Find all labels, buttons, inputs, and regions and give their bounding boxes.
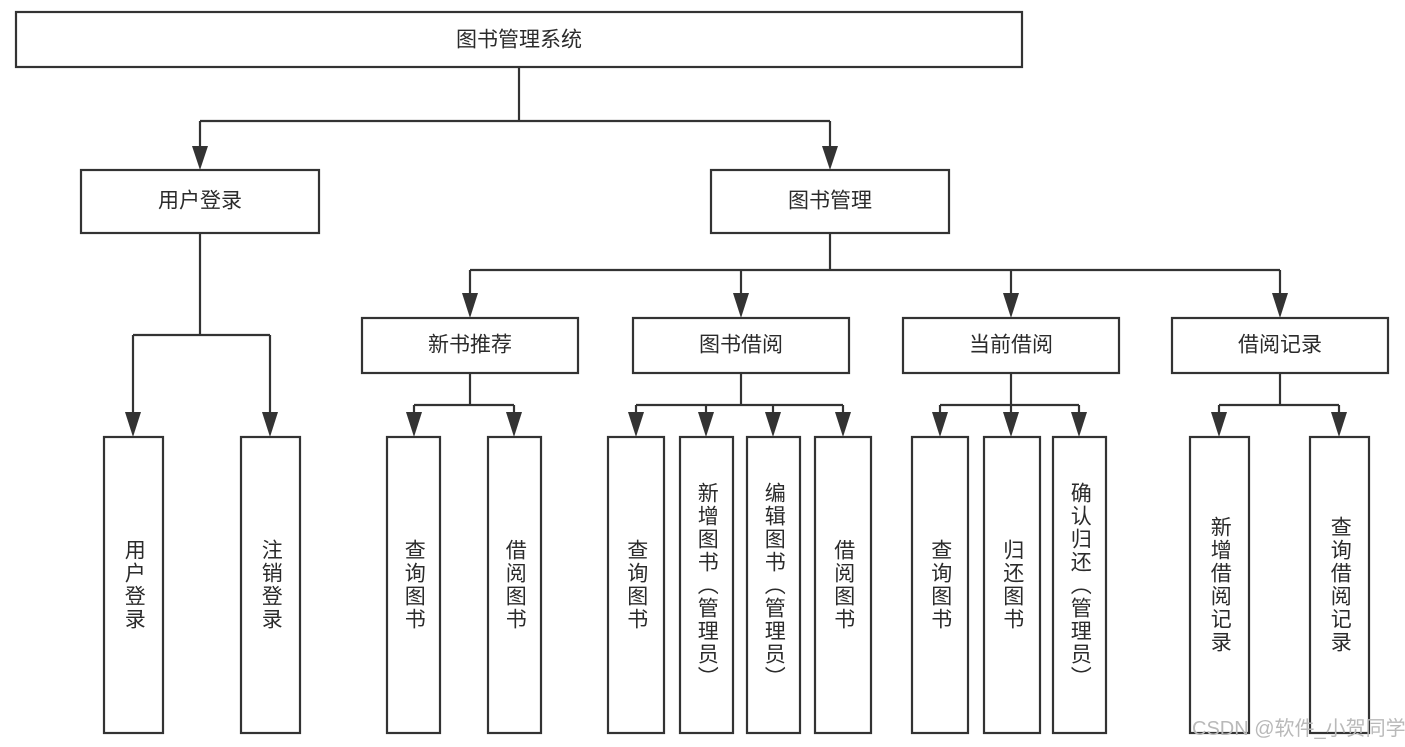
connector-layer: [125, 67, 1347, 437]
node-new-book-recommend-box[interactable]: [360, 316, 580, 375]
arrow-to-new-book: [462, 293, 478, 318]
node-borrow-record-box[interactable]: [1170, 316, 1390, 375]
leaf-box-user-login[interactable]: [102, 435, 165, 735]
arrow-leaf-add-record: [1211, 412, 1227, 437]
node-book-borrow[interactable]: 图书借阅: [631, 316, 851, 375]
node-root-box[interactable]: [14, 10, 1024, 69]
node-book-borrow-box[interactable]: [631, 316, 851, 375]
node-root-label: 图书管理系统: [456, 29, 582, 52]
leaf-box-borrow-book-2[interactable]: [813, 435, 873, 735]
leaf-box-edit-book[interactable]: [745, 435, 802, 735]
node-new-book-recommend-label: 新书推荐: [428, 334, 512, 357]
node-current-borrow-label: 当前借阅: [969, 334, 1053, 357]
arrow-leaf-user-login: [125, 412, 141, 437]
leaf-box-borrow-book-1[interactable]: [486, 435, 543, 735]
arrow-to-borrow-record: [1272, 293, 1288, 318]
arrow-leaf-user-logout: [262, 412, 278, 437]
leaf-box-user-logout[interactable]: [239, 435, 302, 735]
arrow-leaf-confirm-return: [1071, 412, 1087, 437]
leaf-box-add-book[interactable]: [678, 435, 735, 735]
arrow-leaf-borrow-book-1: [506, 412, 522, 437]
arrow-to-book-manage: [822, 146, 838, 170]
arrow-leaf-return-book: [1003, 412, 1019, 437]
node-book-manage-box[interactable]: [709, 168, 951, 235]
leaf-box-confirm-return[interactable]: [1051, 435, 1108, 735]
arrow-leaf-query-book-3: [932, 412, 948, 437]
arrow-leaf-query-book-1: [406, 412, 422, 437]
leaf-box-return-book[interactable]: [982, 435, 1042, 735]
csdn-watermark: CSDN @软件_小贺同学: [1192, 718, 1405, 740]
node-book-manage-label: 图书管理: [788, 190, 872, 213]
arrow-leaf-add-book: [698, 412, 714, 437]
arrow-leaf-query-record: [1331, 412, 1347, 437]
node-new-book-recommend[interactable]: 新书推荐: [360, 316, 580, 375]
leaf-box-query-book-2[interactable]: [606, 435, 666, 735]
node-root[interactable]: 图书管理系统: [14, 10, 1024, 69]
arrow-to-user-login: [192, 146, 208, 170]
node-borrow-record-label: 借阅记录: [1238, 334, 1322, 357]
arrow-to-book-borrow: [733, 293, 749, 318]
leaf-box-query-book-3[interactable]: [910, 435, 970, 735]
arrow-leaf-edit-book: [765, 412, 781, 437]
node-user-login-box[interactable]: [79, 168, 321, 235]
node-borrow-record[interactable]: 借阅记录: [1170, 316, 1390, 375]
node-book-manage[interactable]: 图书管理: [709, 168, 951, 235]
node-book-borrow-label: 图书借阅: [699, 334, 783, 357]
arrow-leaf-query-book-2: [628, 412, 644, 437]
node-user-login-label: 用户登录: [158, 190, 242, 213]
node-user-login[interactable]: 用户登录: [79, 168, 321, 235]
leaf-box-query-book-1[interactable]: [385, 435, 442, 735]
leaf-box-layer: [102, 435, 1371, 735]
arrow-leaf-borrow-book-2: [835, 412, 851, 437]
node-current-borrow[interactable]: 当前借阅: [901, 316, 1121, 375]
node-current-borrow-box[interactable]: [901, 316, 1121, 375]
arrow-to-current-borrow: [1003, 293, 1019, 318]
leaf-box-query-record[interactable]: [1308, 435, 1371, 735]
leaf-box-add-record[interactable]: [1188, 435, 1251, 735]
